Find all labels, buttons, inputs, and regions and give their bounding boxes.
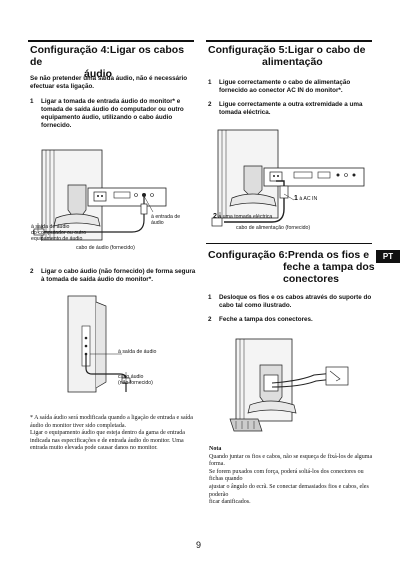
audio-output-figure bbox=[67, 295, 131, 393]
section6-note: Nota Quando juntar os fios e cabos, não … bbox=[209, 446, 379, 507]
ac-in-port bbox=[93, 191, 107, 202]
power-fig-marker1: 1 à AC IN bbox=[294, 195, 318, 202]
fig2-label-cable-2: (não fornecido) bbox=[118, 380, 153, 386]
section4-top-rule bbox=[28, 40, 194, 42]
step-number: 2 bbox=[208, 316, 212, 323]
audio-cable bbox=[42, 197, 145, 233]
audio-in-port bbox=[142, 193, 146, 197]
footnote-line1: * A saída áudio será modificada quando a… bbox=[30, 415, 193, 421]
audio-connection-figure bbox=[33, 149, 167, 241]
label-ac-in: à AC IN bbox=[299, 196, 318, 202]
audio-output-cable bbox=[85, 354, 127, 392]
section4-title-line1: Configuração 4:Ligar os cabos de bbox=[30, 44, 185, 68]
footnote-line4: indicada nas especificações e de entrada… bbox=[30, 437, 184, 444]
video-port bbox=[113, 191, 131, 199]
fig1-label-output-2: do computador ou outro bbox=[31, 230, 87, 236]
note-line1: Quando juntar os fios e cabos, não se es… bbox=[209, 453, 373, 468]
monitor-stand bbox=[67, 184, 87, 219]
power-cable bbox=[224, 180, 285, 223]
sec5-step1-line2: fornecido ao conector AC IN do monitor*. bbox=[219, 87, 343, 94]
step2-text: Ligar o cabo áudio (não fornecido) de fo… bbox=[41, 268, 201, 284]
sec5-step2-line2: tomada eléctrica. bbox=[219, 109, 271, 116]
fig1-label-output-3: equipamento de áudio bbox=[31, 236, 83, 242]
ac-in-port bbox=[269, 171, 283, 182]
note-title: Nota bbox=[209, 446, 222, 452]
sec5-step2-text: Ligue correctamente a outra extremidade … bbox=[219, 101, 379, 117]
sec6-step2-text: Feche a tampa dos conectores. bbox=[219, 316, 313, 323]
fig1-label-cable: cabo de áudio (fornecido) bbox=[76, 245, 135, 251]
fig1-label-input-1: à entrada de bbox=[151, 214, 181, 220]
outlet-plug bbox=[211, 217, 223, 227]
section4-intro: Se não pretender uma saída áudio, não é … bbox=[30, 75, 200, 91]
sec6-step1-line2: cabo tal como ilustrado. bbox=[219, 302, 292, 309]
bundled-cables bbox=[271, 372, 335, 384]
note-line3: ajustar o ângulo do ecrã. Se conectar de… bbox=[209, 483, 369, 498]
step-number: 2 bbox=[208, 101, 212, 108]
page-number: 9 bbox=[196, 540, 202, 550]
step1-line4: fornecido. bbox=[41, 122, 72, 129]
section5-title: Configuração 5:Ligar o cabo de alimentaç… bbox=[208, 44, 372, 68]
power-fig-marker2: 2 a uma tomada eléctrica bbox=[213, 213, 273, 220]
note-line4: ficar danificados. bbox=[209, 499, 251, 506]
step-number: 1 bbox=[208, 79, 212, 86]
section6-title-line1: Configuração 6:Prenda os fios e bbox=[208, 249, 370, 261]
fig2-label-cable: cabo áudio (não fornecido) bbox=[118, 374, 178, 386]
intro-line1: Se não pretender uma saída áudio, não é … bbox=[30, 75, 188, 82]
sec5-step1-line1: Ligue correctamente o cabo de alimentaçã… bbox=[219, 79, 351, 86]
step-number: 1 bbox=[208, 294, 212, 301]
marker-1: 1 bbox=[294, 195, 298, 202]
note-line2: Se forem puxados com força, poderá soltá… bbox=[209, 468, 364, 483]
fig1-label-input: à entrada de áudio bbox=[151, 214, 201, 226]
section5-title-line2: alimentação bbox=[262, 56, 323, 68]
fig1-label-output-1: à saída de áudio bbox=[31, 224, 70, 230]
sec5-step2-line1: Ligue correctamente a outra extremidade … bbox=[219, 101, 363, 108]
step-number: 2 bbox=[30, 268, 34, 275]
step2-line1: Ligar o cabo áudio (não fornecido) de fo… bbox=[41, 268, 196, 275]
audio-footnote: * A saída áudio será modificada quando a… bbox=[30, 415, 202, 453]
section6-title-line2: feche a tampa dos bbox=[283, 261, 375, 273]
step-number: 1 bbox=[30, 98, 34, 105]
section6-top-rule bbox=[206, 243, 372, 244]
fig1-label-input-2: áudio bbox=[151, 220, 164, 226]
connector-cover bbox=[325, 366, 349, 386]
sec6-step1-text: Desloque os fios e os cabos através do s… bbox=[219, 294, 379, 310]
step2-line2: à tomada de saída áudio do monitor*. bbox=[41, 276, 153, 283]
step1-line3: equipamento áudio, utilizando o cabo áud… bbox=[41, 114, 173, 121]
step1-line2: tomada de saída áudio do computador ou o… bbox=[41, 106, 184, 113]
section4-title-line2: áudio bbox=[84, 68, 112, 80]
label-outlet: a uma tomada eléctrica bbox=[218, 214, 273, 220]
sec6-step1-line1: Desloque os fios e os cabos através do s… bbox=[219, 294, 372, 301]
cable-bundle-base bbox=[229, 418, 263, 432]
footnote-line2: áudio do monitor tiver sido completada. bbox=[30, 422, 126, 429]
footnote-line3: Ligar o equipamento áudio que esteja den… bbox=[30, 430, 185, 437]
fig1-label-output: à saída de áudio do computador ou outro … bbox=[31, 224, 121, 242]
connector-panel bbox=[263, 167, 365, 187]
section5-top-rule bbox=[206, 40, 372, 42]
marker-2: 2 bbox=[213, 213, 217, 220]
step1-text: Ligar a tomada de entrada áudio do monit… bbox=[41, 98, 201, 130]
power-fig-label-cable: cabo de alimentação (fornecido) bbox=[236, 225, 311, 231]
fig2-label-cable-1: cabo áudio bbox=[118, 374, 144, 380]
monitor-stand bbox=[243, 165, 263, 197]
footnote-line5: entrada muito elevada pode causar danos … bbox=[30, 445, 158, 452]
fig2-label-output: à saída de áudio bbox=[118, 349, 157, 355]
section6-title-line3: conectores bbox=[283, 273, 340, 285]
language-tab: PT bbox=[376, 250, 400, 263]
cable-holder-figure bbox=[229, 338, 349, 432]
section5-title-line1: Configuração 5:Ligar o cabo de bbox=[208, 44, 366, 56]
sec5-step1-text: Ligue correctamente o cabo de alimentaçã… bbox=[219, 79, 379, 95]
step1-line1: Ligar a tomada de entrada áudio do monit… bbox=[41, 98, 181, 105]
intro-line2: efectuar esta ligação. bbox=[30, 83, 95, 90]
section6-title: Configuração 6:Prenda os fios e feche a … bbox=[208, 249, 378, 285]
section4-title: Configuração 4:Ligar os cabos de áudio bbox=[30, 44, 194, 80]
power-connection-figure bbox=[211, 129, 365, 227]
